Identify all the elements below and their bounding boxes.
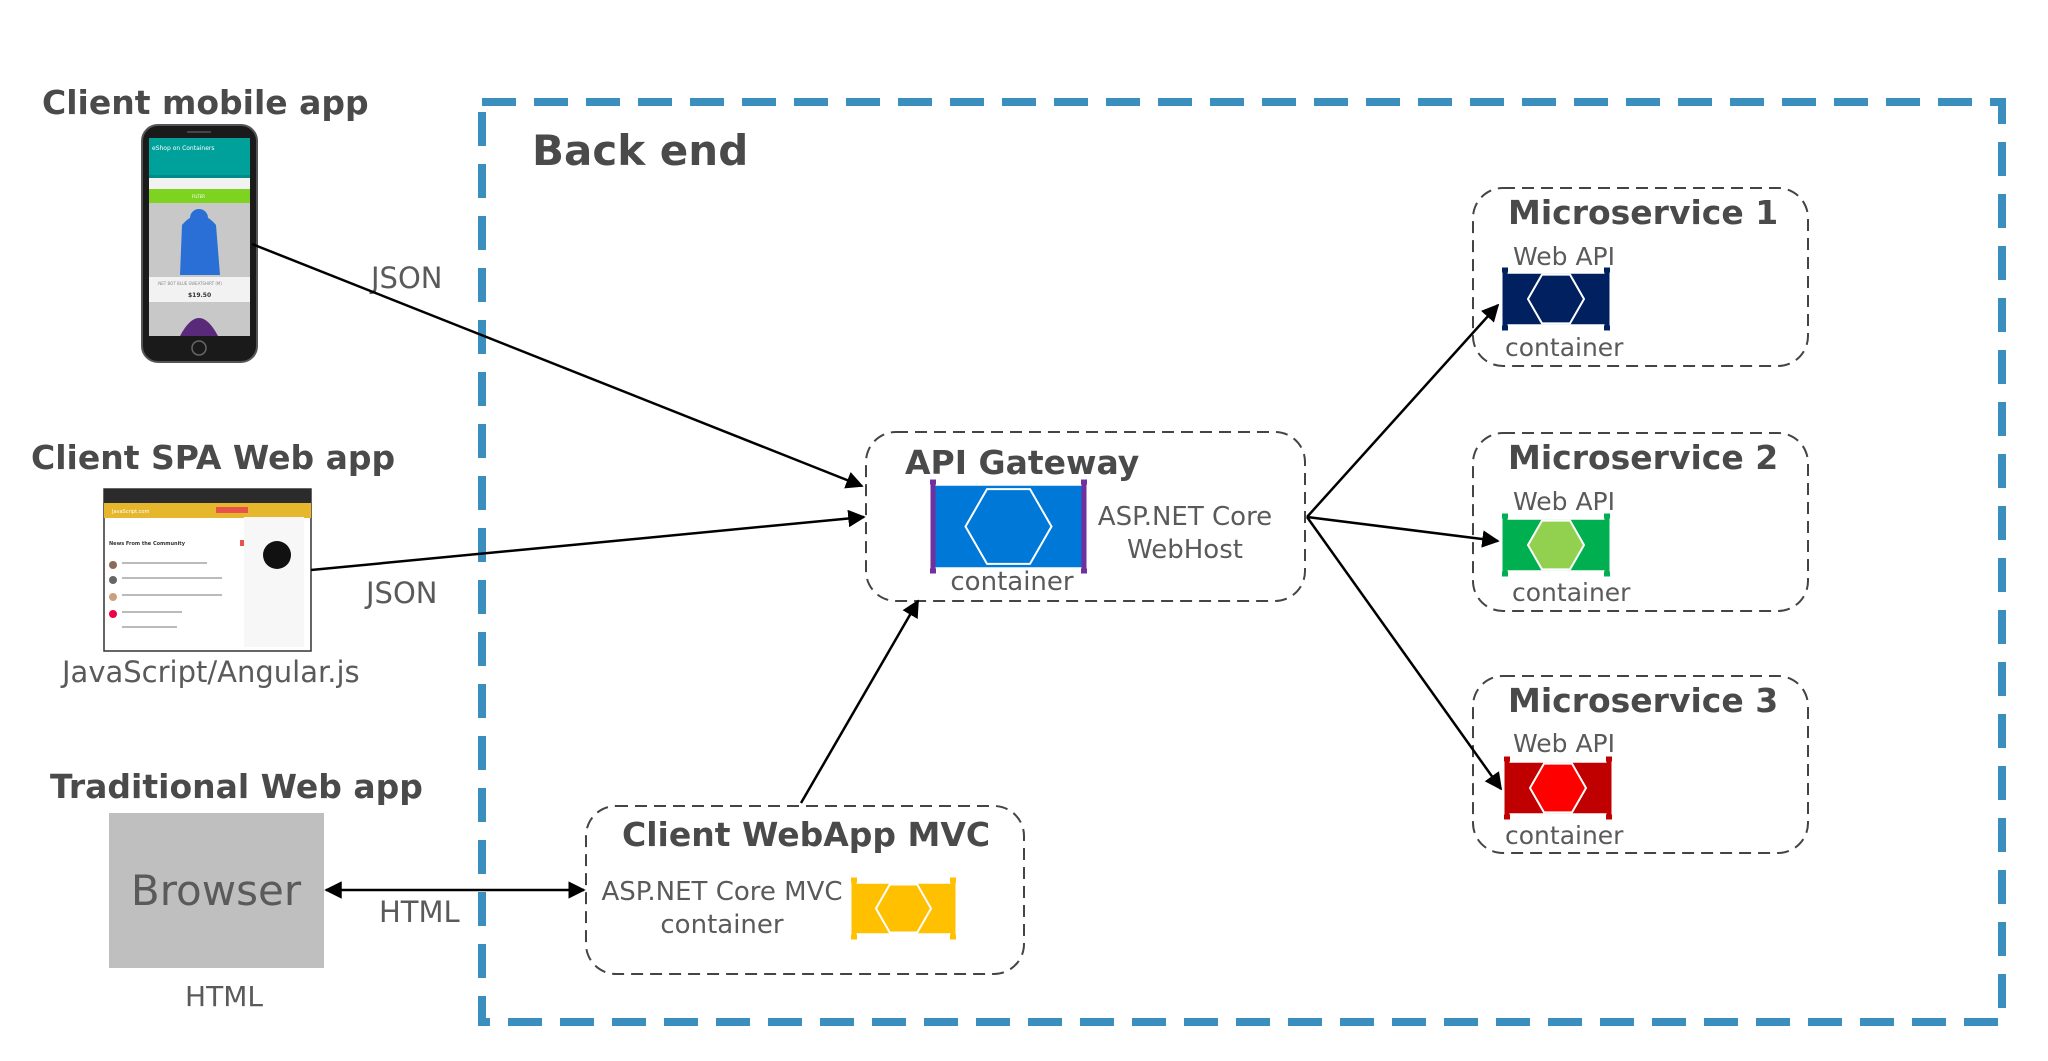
microservice-3: Microservice 3 Web API container <box>1472 675 1809 854</box>
container-bracket <box>851 877 857 940</box>
container-bracket <box>1604 267 1610 331</box>
arrow-mobile-to-gateway <box>251 242 864 489</box>
phone-app-title: eShop on Containers <box>152 145 215 152</box>
hexagon-icon <box>1526 519 1586 571</box>
api-gateway-host-line1: ASP.NET Core <box>1098 502 1272 532</box>
mvc-box <box>585 805 1025 975</box>
api-gateway-box <box>865 431 1306 602</box>
arrow-gateway-to-ms1 <box>1306 303 1500 518</box>
api-gateway-host-line2: WebHost <box>1127 535 1243 565</box>
spa-site-label: JavaScript.com <box>111 509 149 515</box>
phone-price-label: $19.50 <box>188 292 211 299</box>
mobile-protocol-label: JSON <box>369 261 442 295</box>
microservice-title: Microservice 2 <box>1508 438 1778 477</box>
arrow-gateway-to-ms3 <box>1305 516 1503 791</box>
hexagon-icon <box>874 883 933 934</box>
mvc-container-icon <box>851 877 956 940</box>
container-bracket <box>1502 267 1508 331</box>
container-bracket <box>930 479 936 574</box>
api-gateway-title: API Gateway <box>905 443 1139 482</box>
arrow-mvc-to-gateway <box>799 599 920 804</box>
spa-screenshot-image: JavaScript.com News From the Community <box>103 488 312 652</box>
mvc-line2: container <box>660 910 784 940</box>
phone-product-label: .NET BOT BLUE SWEATSHIRT (M) <box>157 281 222 286</box>
backend-boundary <box>478 98 2006 1026</box>
container-bracket <box>1504 756 1510 820</box>
hexagon-icon <box>1528 762 1588 814</box>
api-gateway-container-icon <box>930 479 1087 574</box>
container-bracket <box>1502 513 1508 577</box>
mvc-line1: ASP.NET Core MVC <box>601 877 842 907</box>
microservice-1: Microservice 1 Web API container <box>1472 187 1809 367</box>
microservice-container-label: container <box>1505 821 1624 850</box>
container-bracket <box>1604 513 1610 577</box>
microservice-subtitle: Web API <box>1513 729 1615 758</box>
microservice-2: Microservice 2 Web API container <box>1472 432 1809 612</box>
spa-protocol-label: JSON <box>364 576 437 610</box>
phone-image: eShop on Containers FILTER .NET BOT BLUE… <box>141 124 258 363</box>
microservice-2-container-icon <box>1502 513 1610 577</box>
spa-heading-label: News From the Community <box>109 541 186 547</box>
spa-caption: JavaScript/Angular.js <box>60 655 360 689</box>
microservice-container-label: container <box>1512 578 1631 607</box>
api-gateway-container-label: container <box>950 567 1074 597</box>
microservice-title: Microservice 3 <box>1508 681 1778 720</box>
spa-app-title: Client SPA Web app <box>31 438 395 477</box>
hexagon-icon <box>1526 273 1586 325</box>
mvc-title: Client WebApp MVC <box>622 815 990 854</box>
microservice-subtitle: Web API <box>1513 242 1615 271</box>
microservice-1-container-icon <box>1502 267 1610 331</box>
container-bracket <box>1606 756 1612 820</box>
traditional-caption: HTML <box>185 980 263 1013</box>
hexagon-icon <box>964 488 1053 565</box>
mobile-app-title: Client mobile app <box>42 83 369 122</box>
arrow-gateway-to-ms2 <box>1306 515 1500 548</box>
microservices: Microservice 1 Web API container Microse… <box>1472 187 1809 854</box>
backend-title: Back end <box>532 126 748 175</box>
phone-filter-label: FILTER <box>192 194 205 199</box>
traditional-app-title: Traditional Web app <box>50 767 423 806</box>
browser-box <box>109 813 324 968</box>
microservice-container-label: container <box>1505 333 1624 362</box>
microservice-3-container-icon <box>1504 756 1612 820</box>
browser-label: Browser <box>131 866 302 915</box>
traditional-protocol-label: HTML <box>379 895 460 929</box>
microservice-title: Microservice 1 <box>1508 193 1778 232</box>
microservice-subtitle: Web API <box>1513 487 1615 516</box>
container-bracket <box>950 877 956 940</box>
arrow-spa-to-gateway <box>310 509 866 572</box>
container-bracket <box>1081 479 1087 574</box>
